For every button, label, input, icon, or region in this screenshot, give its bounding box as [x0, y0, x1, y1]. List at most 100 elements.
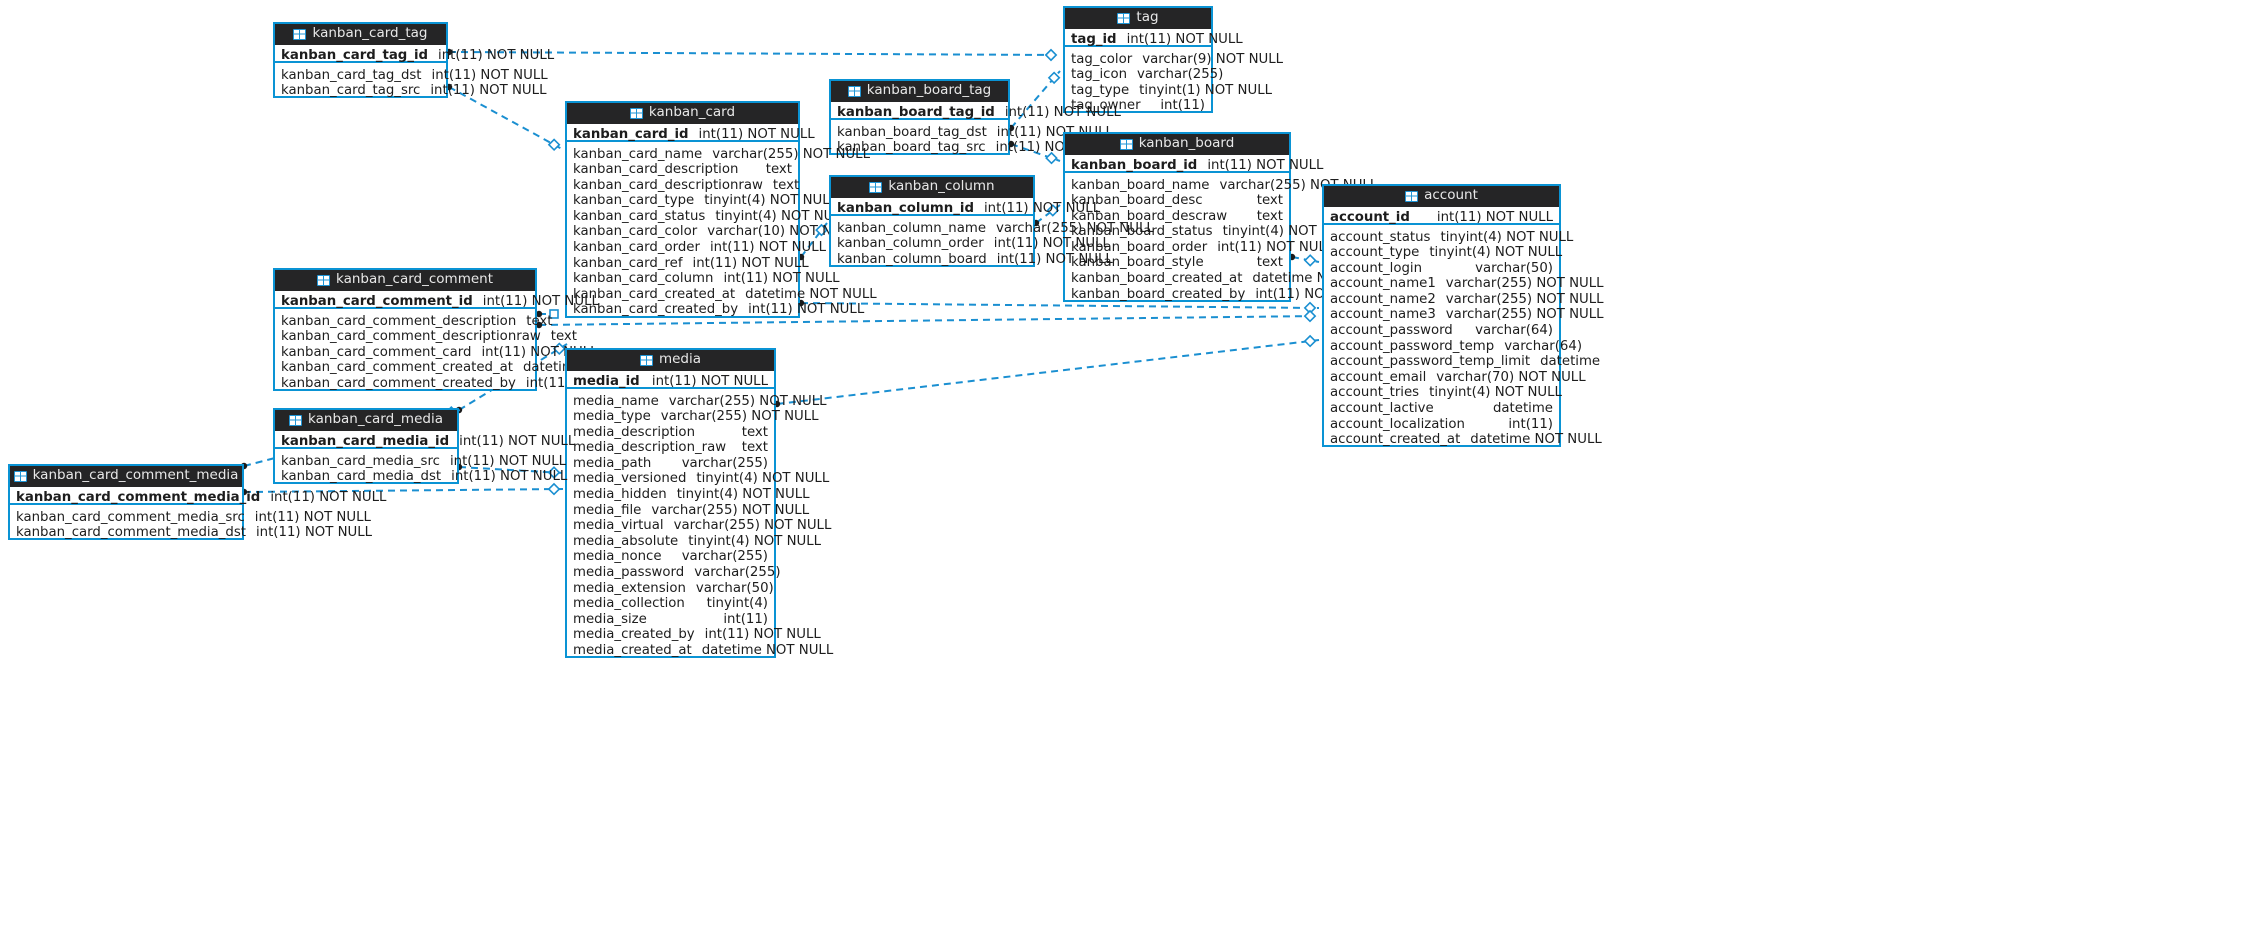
field-name: media_versioned: [573, 471, 687, 487]
field-type: varchar(255) NOT NULL: [1445, 291, 1604, 307]
field-name: kanban_board_name: [1071, 177, 1210, 193]
field-name: account_lactive: [1330, 401, 1434, 417]
field-name: kanban_board_created_at: [1071, 271, 1243, 287]
table-header-kanban_card: kanban_card: [567, 103, 798, 124]
table-title: media: [658, 351, 702, 368]
field-name: kanban_card_created_at: [573, 286, 736, 302]
field-type: text: [765, 162, 792, 178]
field-name: media_size: [573, 611, 647, 627]
field-type: tinyint(4) NOT NULL: [676, 487, 810, 503]
table-title: kanban_card_comment: [335, 271, 494, 288]
table-icon: [1119, 138, 1133, 150]
table-header-kanban_card_media: kanban_card_media: [275, 410, 457, 431]
field-name: kanban_column_name: [837, 220, 987, 236]
field-name: kanban_card_id: [573, 127, 689, 142]
field-name: media_collection: [573, 596, 685, 612]
field-type: text: [1256, 255, 1283, 271]
field-name: kanban_card_comment_created_by: [281, 375, 516, 391]
relation-kanban_board-to-account: [1288, 253, 1320, 267]
field-type: text: [772, 177, 800, 193]
field-name: kanban_board_tag_src: [837, 140, 986, 156]
field-type: datetime: [1492, 401, 1553, 417]
field-type: int(11) NOT NULL: [255, 525, 373, 541]
field-name: kanban_board_desc: [1071, 193, 1203, 209]
field-type: text: [1256, 193, 1283, 209]
field-name: media_type: [573, 409, 651, 425]
field-name: account_email: [1330, 369, 1427, 385]
table-icon: [1405, 190, 1419, 202]
table-title: kanban_board: [1138, 135, 1235, 152]
field-name: media_nonce: [573, 549, 662, 565]
field-type: varchar(255): [681, 455, 768, 471]
relation-media-to-account: [773, 334, 1320, 408]
field-name: kanban_card_color: [573, 224, 698, 240]
field-name: account_login: [1330, 260, 1423, 276]
relation-target-diamond: [1303, 301, 1317, 315]
field-type: datetime NOT NULL: [701, 643, 834, 658]
field-name: kanban_card_media_id: [281, 434, 450, 449]
field-name: media_description_raw: [573, 440, 727, 456]
field-name: account_password_temp: [1330, 338, 1495, 354]
field-name: kanban_card_tag_dst: [281, 67, 422, 83]
field-type: varchar(50): [1475, 260, 1553, 276]
table-kanban_board[interactable]: kanban_board kanban_board_id int(11) NOT N…: [1063, 132, 1384, 302]
field-name: media_name: [573, 393, 659, 409]
table-header-kanban_board_tag: kanban_board_tag: [831, 81, 1008, 102]
field-type: int(11) NOT NULL: [270, 490, 387, 505]
table-kanban_card_comment[interactable]: kanban_card_comment kanban_card_comment_i…: [273, 268, 654, 391]
field-name: kanban_card_media_dst: [281, 469, 442, 485]
field-type: int(11) NOT NULL: [1207, 158, 1324, 173]
field-name: kanban_card_comment_id: [281, 294, 473, 309]
field-name: account_id: [1330, 210, 1410, 225]
field-type: tinyint(4) NOT NULL: [688, 533, 822, 549]
field-name: account_created_at: [1330, 432, 1461, 448]
field-name: kanban_board_id: [1071, 158, 1198, 173]
field-name: kanban_column_order: [837, 236, 984, 252]
field-name: account_status: [1330, 229, 1431, 245]
field-row: kanban_board_desc text: [1065, 191, 1289, 209]
field-type: int(11): [1160, 98, 1205, 114]
field-type: varchar(255) NOT NULL: [996, 220, 1154, 236]
table-title: account: [1424, 187, 1478, 204]
field-type: tinyint(1) NOT NULL: [1139, 82, 1273, 98]
field-name: account_password_temp_limit: [1330, 354, 1531, 370]
table-title: kanban_card: [648, 104, 736, 121]
field-row: account_lactive datetime: [1324, 399, 1559, 417]
field-type: int(11) NOT NULL: [651, 374, 768, 389]
table-header-account: account: [1324, 186, 1559, 207]
table-icon: [629, 107, 643, 119]
